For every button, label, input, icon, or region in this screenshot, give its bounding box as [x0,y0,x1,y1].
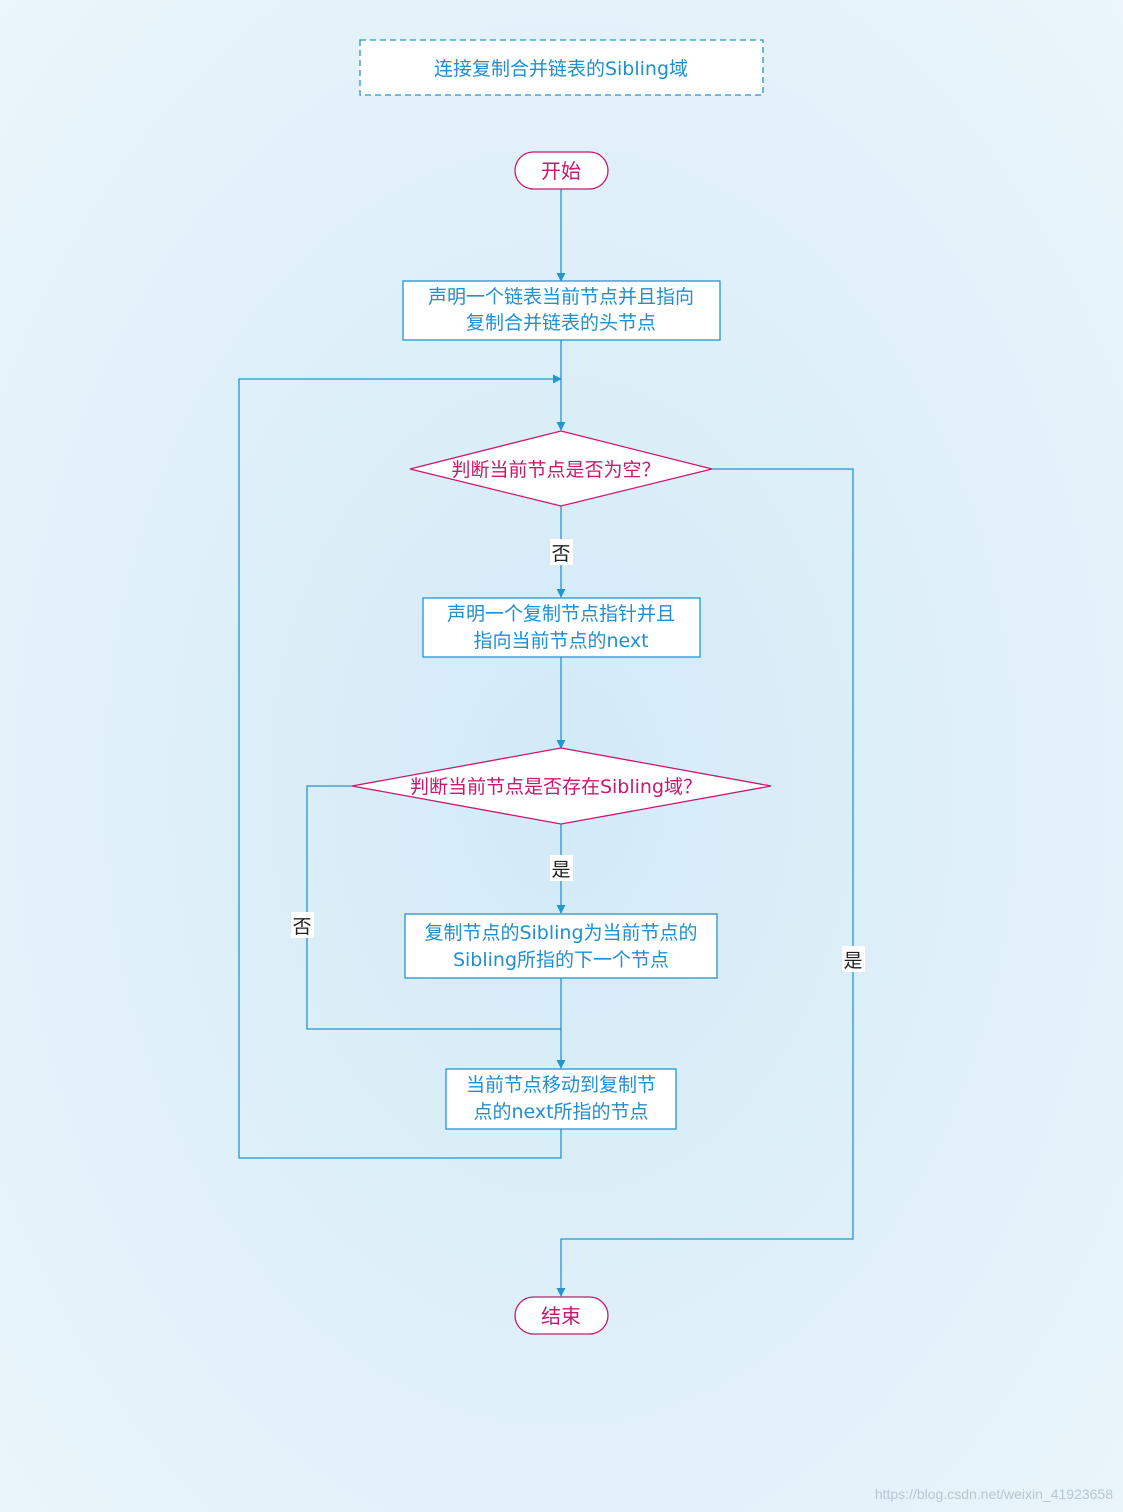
start-node: 开始 [514,151,609,190]
decision-has-sibling: 判断当前节点是否存在Sibling域？ [351,747,772,825]
title-label: 连接复制合并链表的Sibling域 [434,58,688,80]
process-declare-current-node: 声明一个链表当前节点并且指向 复制合并链表的头节点 [402,280,721,341]
decision-current-node-null: 判断当前节点是否为空？ [409,430,713,507]
step3-line1: 复制节点的Sibling为当前节点的 [424,922,697,944]
watermark: https://blog.csdn.net/weixin_41923658 [875,1486,1113,1502]
step2-line2: 指向当前节点的next [473,630,648,652]
end-label: 结束 [541,1304,581,1328]
decision1-label: 判断当前节点是否为空？ [451,459,660,481]
edge-label-d1-yes: 是 [842,946,865,972]
edges [238,189,854,1297]
edge-decision1-yes [556,468,854,1297]
edge-label-d2-no: 否 [291,912,314,938]
end-node: 结束 [514,1296,609,1335]
step3-line2: Sibling所指的下一个节点 [453,949,669,971]
edge-label-d2-yes: 是 [550,855,573,881]
decision2-label: 判断当前节点是否存在Sibling域？ [410,776,702,798]
start-label: 开始 [541,159,581,183]
process-move-current-node: 当前节点移动到复制节 点的next所指的节点 [445,1068,677,1130]
edge-label-d1-no: 否 [550,539,573,565]
process-set-copy-sibling: 复制节点的Sibling为当前节点的 Sibling所指的下一个节点 [404,913,718,979]
svg-text:是: 是 [551,859,570,881]
step4-line2: 点的next所指的节点 [473,1101,648,1123]
edge-decision2-no [306,785,561,1030]
step1-line1: 声明一个链表当前节点并且指向 [428,286,694,308]
svg-text:否: 否 [292,916,311,938]
svg-text:否: 否 [551,543,570,565]
step2-line1: 声明一个复制节点指针并且 [447,603,675,625]
svg-text:是: 是 [843,950,862,972]
edge-loop-back [238,374,562,1159]
step1-line2: 复制合并链表的头节点 [466,312,656,334]
process-declare-copy-node: 声明一个复制节点指针并且 指向当前节点的next [422,597,701,658]
diagram-title: 连接复制合并链表的Sibling域 [359,39,764,96]
step4-line1: 当前节点移动到复制节 [466,1074,656,1096]
